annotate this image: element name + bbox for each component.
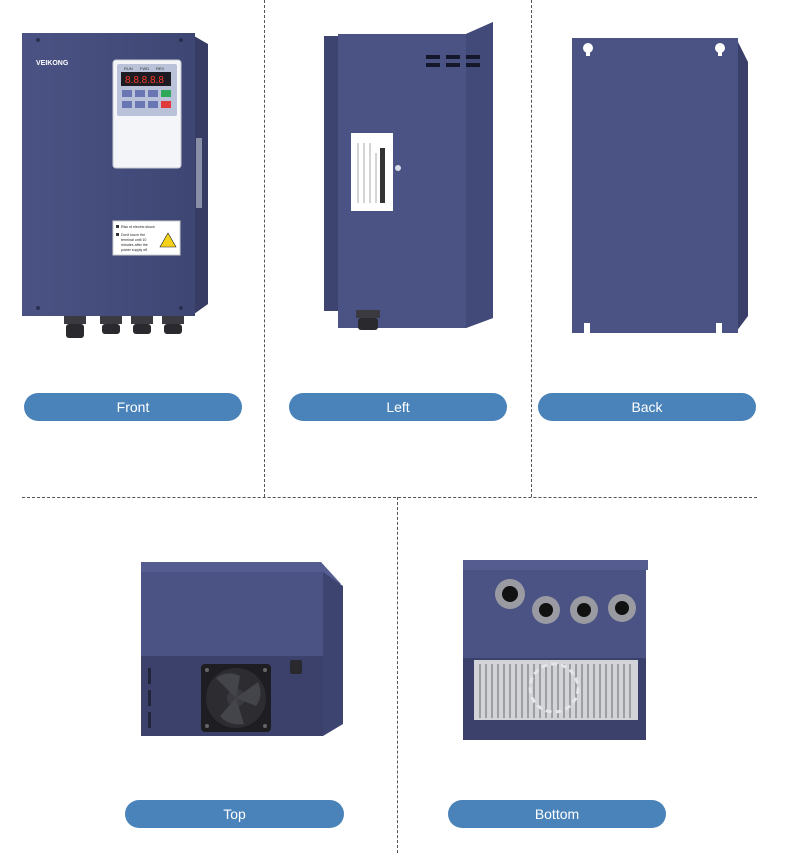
divider-horizontal	[22, 497, 757, 498]
warning-line-1: Risk of electric shock	[121, 225, 155, 229]
indicator-run: RUN	[124, 66, 133, 71]
mount-slot-bottom-left	[584, 323, 590, 333]
brand-logo: VEIKONG	[36, 60, 69, 67]
warning-line-2: Don't touch the	[121, 233, 145, 237]
key-stop[interactable]	[161, 101, 171, 108]
cable-glands	[64, 316, 184, 338]
heatsink	[474, 660, 638, 720]
nameplate-label	[351, 133, 393, 211]
keypad-display: 8.8.8.8.8	[125, 75, 164, 86]
key-shift[interactable]	[148, 101, 158, 108]
bottom-view-button[interactable]: Bottom	[448, 800, 666, 828]
cooling-fan-icon	[201, 664, 271, 732]
mount-slot-bottom-right	[716, 323, 722, 333]
vent-slots	[426, 55, 480, 67]
front-view-button[interactable]: Front	[24, 393, 242, 421]
key-down[interactable]	[135, 101, 145, 108]
back-view-button[interactable]: Back	[538, 393, 756, 421]
high-voltage-warning-icon	[159, 232, 177, 248]
bottom-cable-glands	[495, 579, 636, 624]
bottom-view-image	[463, 560, 648, 740]
key-run[interactable]	[161, 90, 171, 97]
key-up[interactable]	[135, 90, 145, 97]
back-view-image	[572, 38, 748, 333]
front-view-image: VEIKONG 8.8.8.8.8 RUN FWD REV Risk of el…	[22, 33, 208, 338]
left-cable-gland	[356, 310, 380, 330]
top-view-button[interactable]: Top	[125, 800, 344, 828]
indicator-fwd: FWD	[140, 66, 149, 71]
key-set[interactable]	[148, 90, 158, 97]
indicator-rev: REV	[156, 66, 165, 71]
key-mf[interactable]	[122, 101, 132, 108]
top-view-image	[141, 562, 343, 736]
warning-line-4: minutes after the	[121, 243, 148, 247]
warning-line-3: terminal until 10	[121, 238, 146, 242]
divider-vertical-1	[264, 0, 265, 497]
key-prg[interactable]	[122, 90, 132, 97]
left-view-button[interactable]: Left	[289, 393, 507, 421]
divider-vertical-2	[531, 0, 532, 497]
left-view-image	[324, 22, 493, 330]
divider-vertical-3	[397, 497, 398, 853]
warning-line-5: power supply off	[121, 248, 147, 252]
